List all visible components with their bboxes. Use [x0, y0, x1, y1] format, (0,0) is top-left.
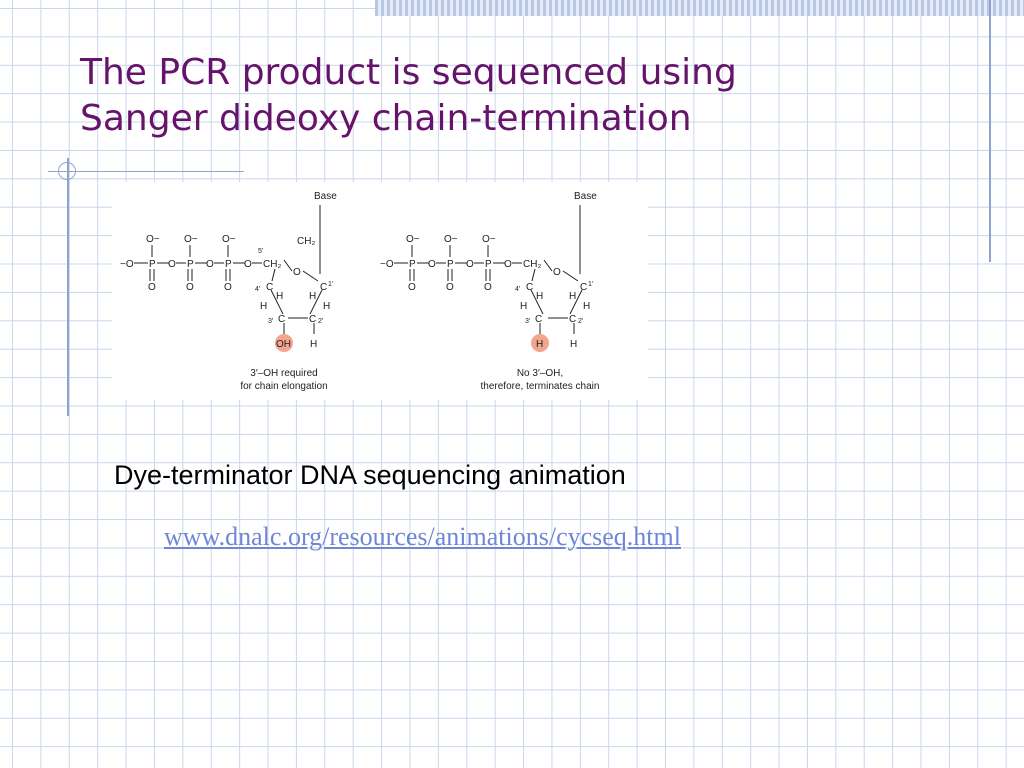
left-note-line-1: 3′–OH required	[250, 368, 317, 379]
svg-text:O: O	[206, 259, 214, 270]
svg-text:C: C	[266, 282, 273, 293]
svg-text:O: O	[466, 259, 474, 270]
svg-text:C: C	[278, 314, 285, 325]
svg-text:H: H	[309, 291, 316, 302]
svg-text:5′: 5′	[258, 248, 264, 255]
slide-title-line-2: Sanger dideoxy chain-termination	[80, 98, 692, 139]
svg-text:P: P	[409, 259, 416, 270]
svg-text:CH₂: CH₂	[297, 236, 315, 247]
svg-text:P: P	[485, 259, 492, 270]
svg-text:4′: 4′	[255, 286, 261, 293]
svg-text:1′: 1′	[328, 281, 334, 288]
left-note-line-2: for chain elongation	[240, 381, 327, 392]
decorative-top-band	[375, 0, 1024, 16]
right-note-line-1: No 3′–OH,	[517, 368, 563, 379]
svg-text:P: P	[447, 259, 454, 270]
deoxynucleotide-structure	[134, 205, 323, 352]
svg-text:3′: 3′	[525, 318, 531, 325]
svg-text:1′: 1′	[588, 281, 594, 288]
oh-group-label: OH	[276, 339, 291, 350]
svg-text:O: O	[428, 259, 436, 270]
svg-text:4′: 4′	[515, 286, 521, 293]
decorative-ring-icon	[58, 162, 76, 180]
svg-text:O: O	[224, 282, 232, 293]
svg-text:O: O	[168, 259, 176, 270]
svg-text:P: P	[149, 259, 156, 270]
svg-text:2′: 2′	[578, 318, 584, 325]
svg-text:H: H	[536, 291, 543, 302]
svg-text:H: H	[323, 301, 330, 312]
svg-text:CH₂: CH₂	[523, 259, 541, 270]
decorative-left-rule	[67, 158, 69, 416]
svg-text:C: C	[569, 314, 576, 325]
svg-text:H: H	[570, 339, 577, 350]
svg-text:O−: O−	[482, 234, 496, 245]
nucleotide-structure-figure: Base CH₂ O− O− O− −O P O P O P O CH₂ O O…	[112, 182, 648, 400]
slide-title-line-1: The PCR product is sequenced using	[80, 52, 737, 93]
slide-title: The PCR product is sequenced using Sange…	[80, 50, 920, 142]
svg-text:O: O	[484, 282, 492, 293]
svg-text:O: O	[504, 259, 512, 270]
svg-text:C: C	[309, 314, 316, 325]
svg-text:H: H	[583, 301, 590, 312]
base-label: Base	[314, 191, 337, 202]
svg-text:3′: 3′	[268, 318, 274, 325]
svg-text:P: P	[187, 259, 194, 270]
svg-text:C: C	[535, 314, 542, 325]
svg-text:−O: −O	[380, 259, 394, 270]
oh-highlight-circle	[275, 334, 293, 352]
h-highlight-circle	[531, 334, 549, 352]
svg-text:O−: O−	[222, 234, 236, 245]
h-group-label: H	[536, 339, 543, 350]
svg-text:O: O	[446, 282, 454, 293]
svg-text:O−: O−	[146, 234, 160, 245]
svg-text:H: H	[310, 339, 317, 350]
svg-text:CH₂: CH₂	[263, 259, 281, 270]
dideoxynucleotide-structure: Base O− O− O− −O P O P O P O CH₂ O O O O…	[380, 191, 599, 392]
animation-link[interactable]: www.dnalc.org/resources/animations/cycse…	[164, 522, 681, 551]
svg-text:H: H	[276, 291, 283, 302]
base-label: Base	[574, 191, 597, 202]
svg-text:O: O	[148, 282, 156, 293]
svg-text:H: H	[260, 301, 267, 312]
svg-text:C: C	[526, 282, 533, 293]
svg-text:2′: 2′	[318, 318, 324, 325]
svg-text:O−: O−	[444, 234, 458, 245]
animation-caption: Dye-terminator DNA sequencing animation	[114, 460, 626, 490]
svg-text:−O: −O	[120, 259, 134, 270]
decorative-title-rule	[48, 171, 244, 172]
svg-text:C: C	[580, 282, 587, 293]
svg-text:O: O	[244, 259, 252, 270]
svg-text:O−: O−	[184, 234, 198, 245]
svg-text:H: H	[569, 291, 576, 302]
right-note-line-2: therefore, terminates chain	[481, 381, 600, 392]
svg-text:H: H	[520, 301, 527, 312]
svg-text:O: O	[553, 267, 561, 278]
svg-text:O: O	[408, 282, 416, 293]
deoxynucleotide-labels: Base CH₂ O− O− O− −O P O P O P O CH₂ O O…	[120, 191, 337, 392]
svg-text:O: O	[293, 267, 301, 278]
decorative-right-rule	[989, 0, 991, 262]
svg-text:P: P	[225, 259, 232, 270]
svg-text:C: C	[320, 282, 327, 293]
svg-text:O: O	[186, 282, 194, 293]
svg-text:O−: O−	[406, 234, 420, 245]
